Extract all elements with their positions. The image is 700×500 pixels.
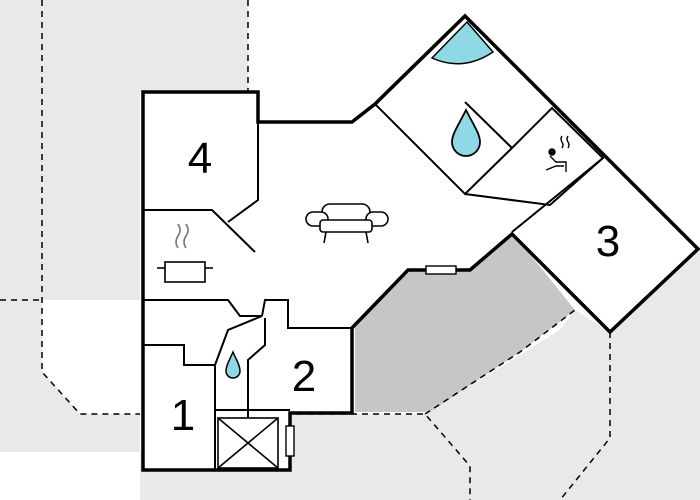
water-drop-icon-small xyxy=(225,350,241,379)
terrace-top-left xyxy=(0,0,248,300)
window-icon xyxy=(285,265,457,457)
wall-kitchen-bottom xyxy=(143,299,262,317)
sofa-icon xyxy=(305,203,389,244)
wall-bath-b xyxy=(261,299,352,329)
whirlpool-tub-icon xyxy=(430,20,495,65)
shower-tray-icon xyxy=(217,417,279,469)
terrace-bottom-left xyxy=(0,300,140,452)
wall-bath-c xyxy=(247,318,266,410)
wall-bathroom xyxy=(374,101,514,196)
dashed-line-shade xyxy=(424,309,576,415)
room-number-2: 2 xyxy=(292,352,316,401)
wall-bath-a xyxy=(214,315,263,366)
sauna-icon xyxy=(545,135,570,172)
room-number-3: 3 xyxy=(596,217,620,266)
dashed-line-left xyxy=(41,0,140,415)
wall-kitchen-top xyxy=(143,209,256,253)
terrace-bottom-right xyxy=(425,250,700,500)
interior-walls xyxy=(143,101,605,470)
room-number-1: 1 xyxy=(171,391,195,440)
wall-room-3 xyxy=(511,157,604,233)
dashed-line-right xyxy=(559,332,611,500)
terrace-bottom xyxy=(140,414,470,500)
shaded-area xyxy=(355,232,575,412)
cooking-pot-icon xyxy=(157,223,213,283)
wall-room-4 xyxy=(227,122,259,223)
water-drop-icon xyxy=(451,107,481,157)
room-number-4: 4 xyxy=(188,134,212,183)
wall-room-1-top xyxy=(143,344,216,470)
